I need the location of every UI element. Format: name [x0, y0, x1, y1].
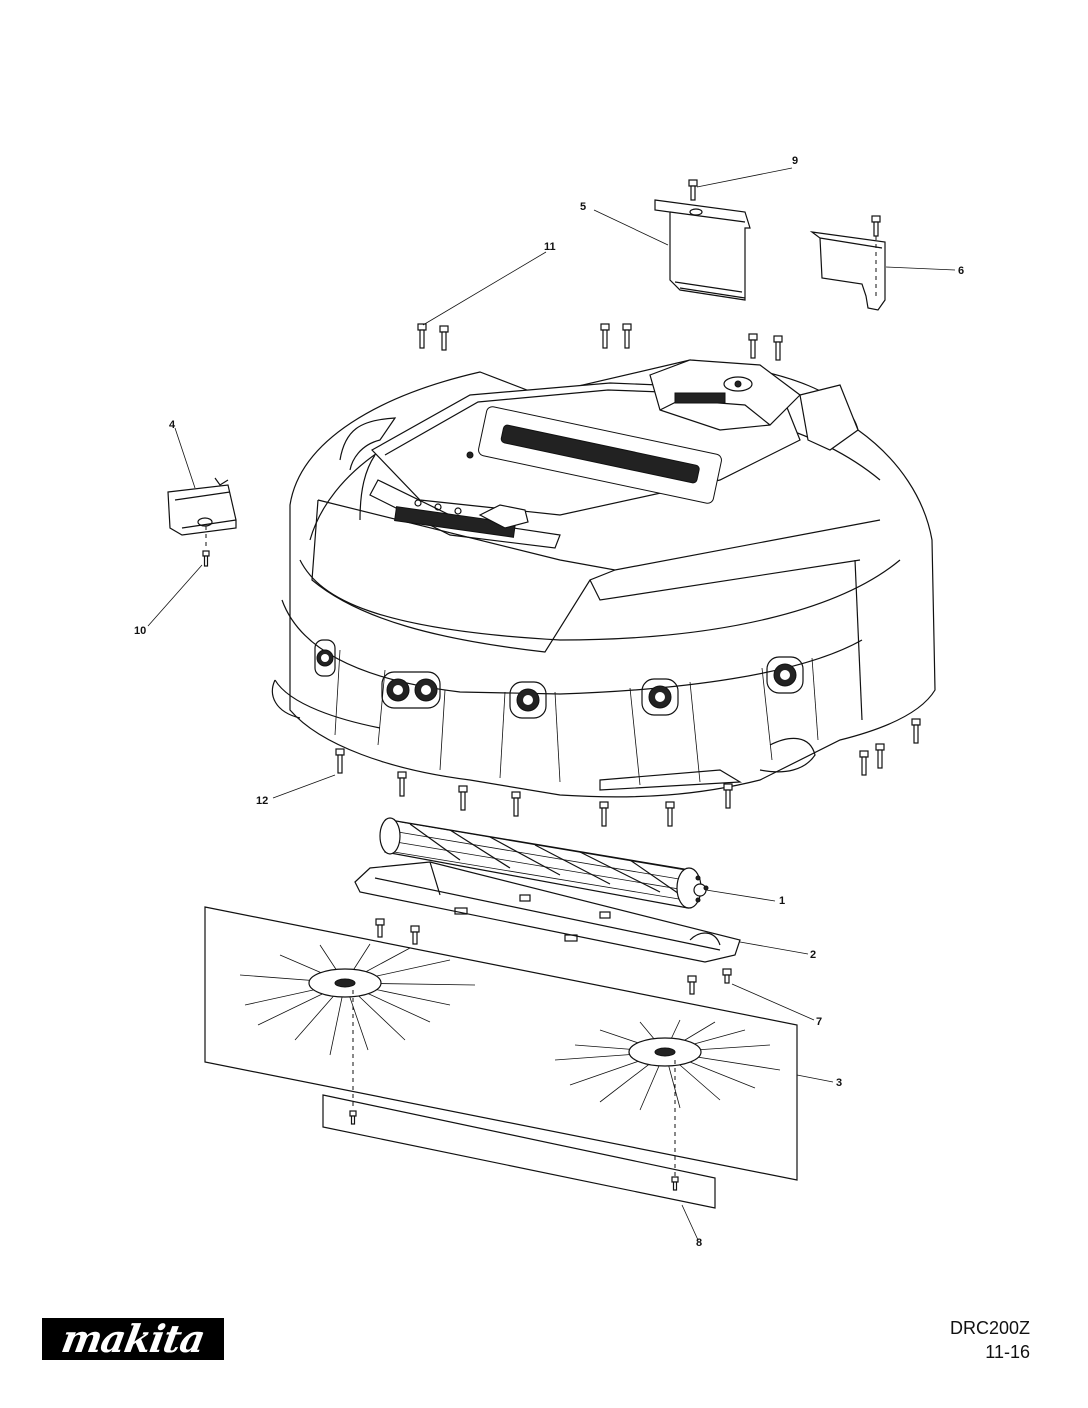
top-screws: [417, 323, 783, 361]
bumper-sensor-ports: [314, 639, 804, 719]
front-control-panel: [369, 479, 561, 549]
callout-numbers: 1 2 3 4 5 6 7 8 9 10 11 12: [134, 155, 964, 1249]
bracket-part-4: [167, 477, 237, 567]
callout-12: 12: [256, 795, 268, 807]
callout-9: 9: [792, 155, 798, 167]
callout-7: 7: [816, 1016, 822, 1028]
logo-wordmark: makita: [58, 1316, 208, 1361]
revision-date: 11-16: [985, 1342, 1030, 1362]
makita-logo: makita: [42, 1316, 224, 1361]
lid-logo-area: [478, 406, 722, 504]
bracket-part-6: [809, 215, 886, 311]
bottom-screws: [335, 718, 921, 827]
leader-lines: [147, 167, 956, 1241]
callout-8: 8: [696, 1237, 702, 1249]
callout-4: 4: [169, 419, 176, 431]
brush-roller-part-1: [379, 817, 709, 909]
screw-kit-box-part-8: [322, 1094, 716, 1209]
callout-10: 10: [134, 625, 146, 637]
brush-cover-part-2: [354, 861, 741, 995]
side-brush-left: [239, 943, 476, 1125]
side-brush-kit-part-3: [204, 906, 798, 1209]
bracket-part-5: [654, 179, 751, 301]
callout-5: 5: [580, 201, 586, 213]
callout-1: 1: [779, 895, 785, 907]
model-number: DRC200Z: [949, 1318, 1030, 1338]
callout-3: 3: [836, 1077, 842, 1089]
callout-2: 2: [810, 949, 816, 961]
callout-11: 11: [544, 241, 556, 253]
robot-body: [271, 359, 936, 798]
side-brush-right: [554, 1019, 781, 1191]
callout-6: 6: [958, 265, 964, 277]
registered-mark: ®: [212, 1322, 219, 1332]
